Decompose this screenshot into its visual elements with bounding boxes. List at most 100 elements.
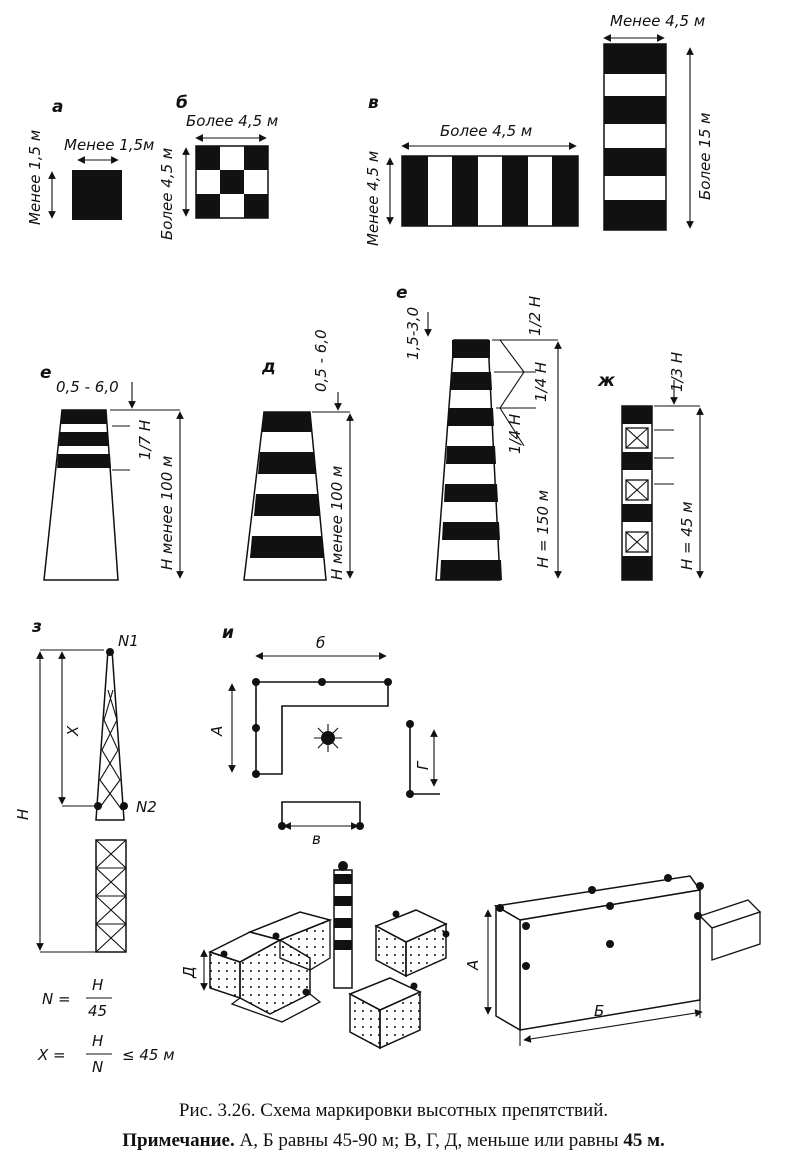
chimney-band-1	[450, 372, 492, 390]
figure-z: з N1 N2 Х Н N = H 45 X = H N ≤ 45 м	[14, 617, 175, 1076]
fig-z-x-label: Х	[64, 725, 82, 737]
fig-v-width-label: Более 4,5 м	[440, 122, 532, 140]
fig-i-b2-label: Б	[594, 1002, 604, 1020]
chimney-band-5	[442, 522, 500, 540]
fig-e-top-label: 1,5-3,0	[404, 307, 422, 360]
warning-light-boxes	[625, 427, 649, 553]
chimney-band-3	[57, 454, 111, 468]
fig-zh-third-label: 1/3 Н	[668, 352, 686, 392]
fig-e-quarter-label: 1/4 Н	[506, 414, 524, 454]
iso-block-bottom	[348, 977, 422, 1050]
formula-x-den: N	[92, 1058, 103, 1076]
vertical-striped-panel	[401, 155, 579, 227]
fig-e-half-label: 1/2 Н	[526, 296, 544, 336]
chimney-band-3	[254, 494, 320, 516]
figure-e-letter: е	[396, 283, 408, 303]
iso-lights	[220, 910, 450, 996]
g-light	[406, 790, 414, 798]
chimney-band-2	[258, 452, 316, 474]
marking-diagram: а Менее 1,5м Менее 1,5 м б Более 4,5 м Б…	[14, 12, 762, 1076]
chimney-cap	[452, 340, 490, 358]
fig-g-top-label: 0,5 - 6,0	[56, 378, 119, 396]
figure-e: е 1,5-3,0 1/2 Н 1/4 Н 1/4 Н Н = 150 м	[396, 283, 562, 581]
horizontal-striped-panel	[603, 43, 667, 231]
figure-g: е 0,5 - 6,0 1/7 Н Н менее 100 м	[40, 363, 184, 581]
figure-a: а Менее 1,5м Менее 1,5 м	[26, 97, 154, 225]
chimney-band-6	[440, 560, 502, 580]
figure-z-letter: з	[31, 617, 42, 637]
plan-lights	[252, 678, 392, 778]
formula-x-right: ≤ 45 м	[122, 1046, 175, 1064]
note-label: Примечание.	[122, 1130, 235, 1151]
chimney-band-2	[59, 432, 109, 446]
fig-v-height-label: Менее 4,5 м	[364, 151, 382, 246]
figure-v-letter: в	[368, 93, 379, 113]
mast-upper-lattice	[97, 689, 123, 811]
figure-v: в Более 4,5 м Менее 4,5 м Менее 4,5 м Бо…	[364, 12, 714, 246]
fig-i-d-label: Д	[180, 966, 198, 979]
fig-i-v-label: в	[312, 830, 321, 848]
mast-lower-lattice	[95, 839, 127, 953]
fig-g-height-label: Н менее 100 м	[158, 456, 176, 570]
figure-d: д 0,5 - 6,0 Н менее 100 м	[243, 329, 354, 581]
formula-n-num: H	[92, 976, 103, 994]
v-plan	[281, 801, 361, 826]
fig-v-tall-height-label: Более 15 м	[696, 113, 714, 200]
figure-d-letter: д	[261, 357, 276, 377]
v-light	[356, 822, 364, 830]
figure-i-letter: и	[222, 623, 234, 643]
fig-i-b-label: б	[316, 634, 325, 652]
chimney-band-1	[61, 410, 107, 424]
vertical-stripes	[402, 156, 578, 226]
fig-a-width-label: Менее 1,5м	[64, 136, 154, 154]
fig-i-a2-label: А	[464, 960, 482, 971]
chimney-band-4	[250, 536, 324, 558]
note-text: А, Б равны 45-90 м; В, Г, Д, меньше или …	[234, 1130, 624, 1151]
formula-n-den: 45	[88, 1002, 107, 1020]
note-bold-end: 45 м.	[623, 1130, 665, 1151]
fig-i-a-label: А	[208, 726, 226, 737]
chimney-band-4	[444, 484, 498, 502]
figure-a-letter: а	[52, 97, 63, 117]
iso-long-box	[493, 875, 762, 1032]
figure-g-letter: е	[40, 363, 52, 383]
iso-chimney	[333, 861, 353, 989]
l-shaped-plan	[255, 681, 389, 775]
fig-e-height-label: Н = 150 м	[534, 490, 552, 568]
figure-i: и б А Г в	[180, 623, 762, 1050]
iso-l-building	[208, 911, 333, 1023]
fig-zh-height-label: Н = 45 м	[678, 501, 696, 570]
small-black-square	[72, 170, 122, 220]
formula-x-num: H	[92, 1032, 103, 1050]
iso-block-right	[374, 909, 448, 978]
b2-dimension	[523, 1009, 703, 1043]
g-light	[406, 720, 414, 728]
fig-i-g-label: Г	[414, 760, 432, 770]
chimney-band-2	[448, 408, 494, 426]
fig-e-quarter2-label: 1/4 Н	[532, 362, 550, 402]
zigzag-leader	[499, 339, 525, 447]
fig-d-height-label: Н менее 100 м	[328, 466, 346, 580]
chimney-band-1	[262, 412, 312, 432]
fig-d-top-label: 0,5 - 6,0	[312, 329, 330, 392]
figure-b: б Более 4,5 м Более 4,5 м	[158, 93, 278, 240]
v-light	[278, 822, 286, 830]
fig-z-h-label: Н	[14, 809, 32, 820]
figure-zh-letter: ж	[597, 371, 616, 391]
fig-z-n2-label: N2	[136, 798, 157, 816]
tower-bands	[622, 406, 652, 580]
fig-b-width-label: Более 4,5 м	[186, 112, 278, 130]
chimney-band-3	[446, 446, 496, 464]
fig-a-height-label: Менее 1,5 м	[26, 130, 44, 225]
formula-x-left: X =	[37, 1046, 66, 1064]
figure-caption: Рис. 3.26. Схема маркировки высотных пре…	[178, 1100, 609, 1121]
central-light-icon	[314, 724, 342, 752]
fig-g-seventh-label: 1/7 Н	[136, 420, 154, 460]
light-markers	[94, 648, 128, 810]
fig-v-tall-width-label: Менее 4,5 м	[610, 12, 705, 30]
g-plan	[409, 724, 440, 795]
long-box-lights	[496, 874, 704, 970]
fig-b-height-label: Более 4,5 м	[158, 148, 176, 240]
fig-z-n1-label: N1	[118, 632, 139, 650]
